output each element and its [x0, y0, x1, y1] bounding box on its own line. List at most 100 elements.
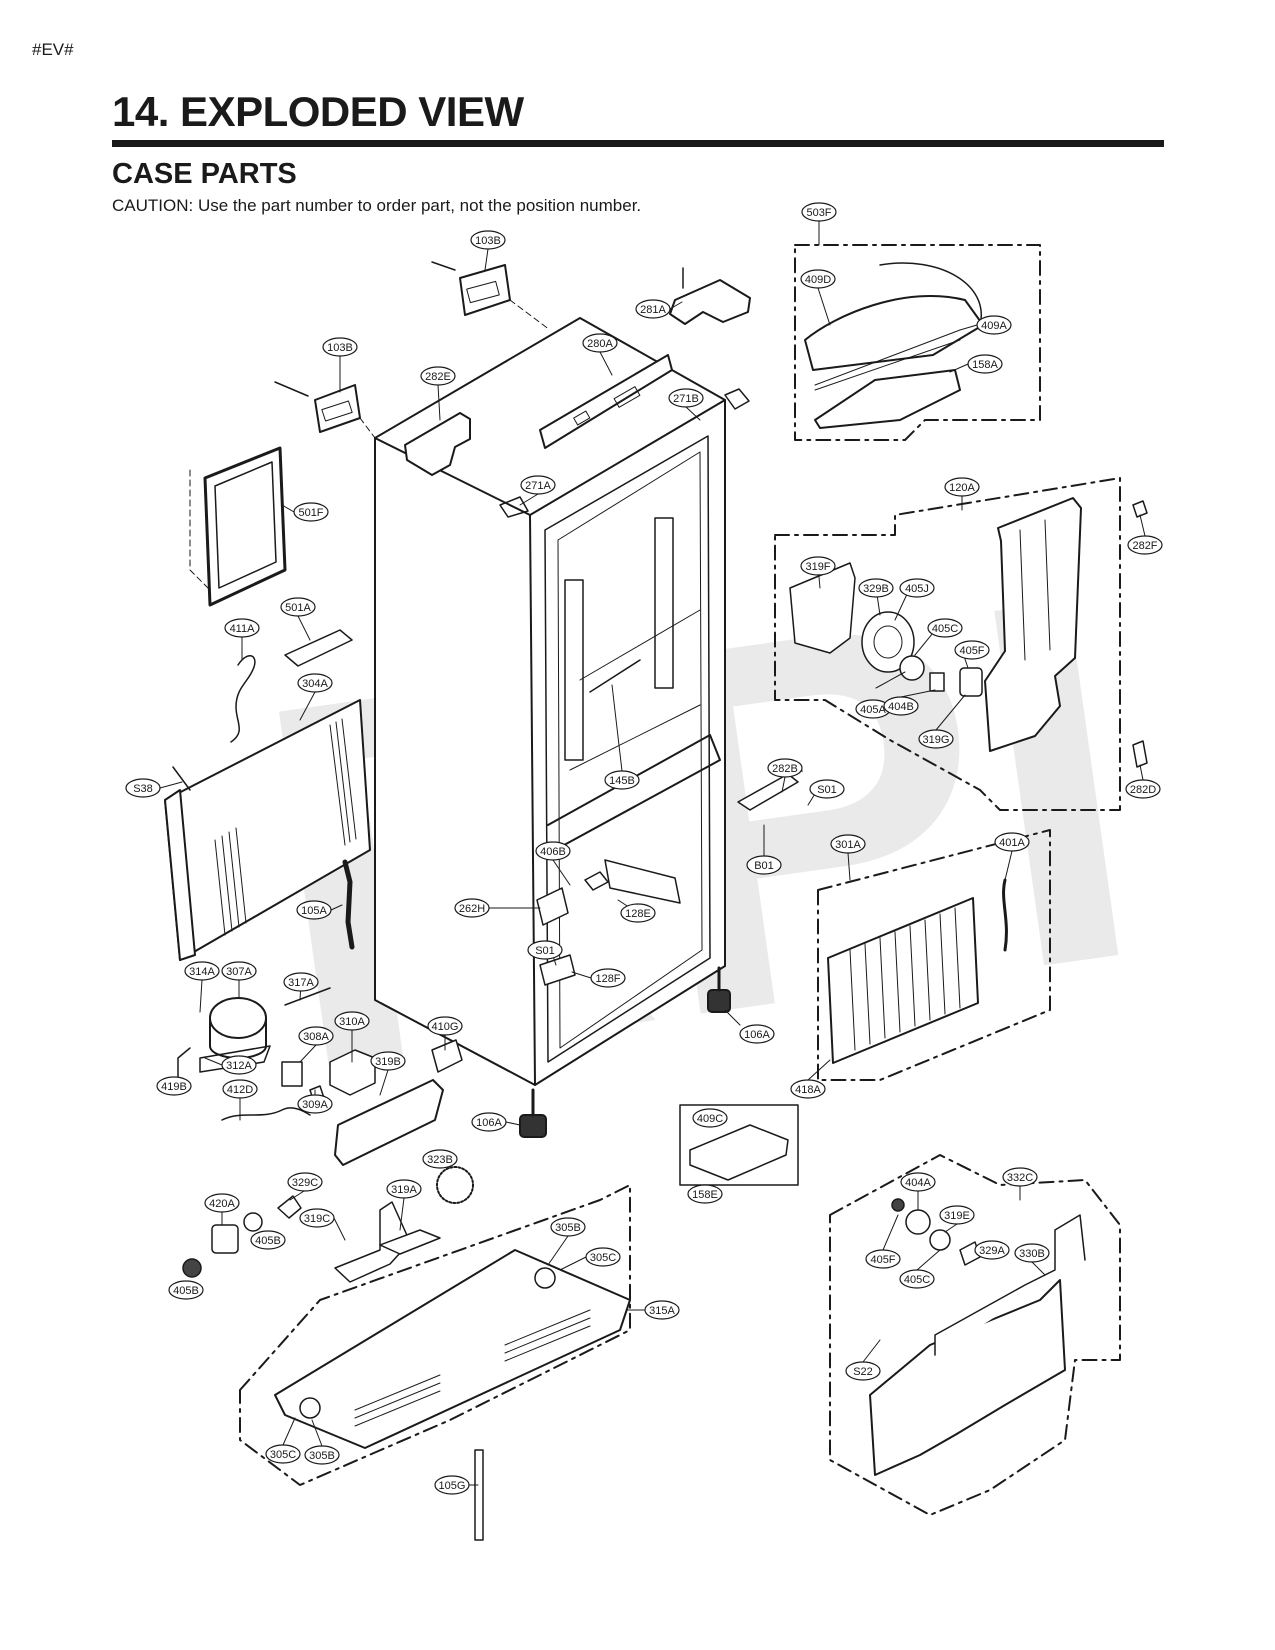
- callout-409d: 409D: [800, 269, 836, 289]
- part-281a-bracket: [669, 279, 751, 325]
- svg-text:103B: 103B: [327, 342, 353, 354]
- part-410g-block: [431, 1039, 463, 1073]
- svg-text:106A: 106A: [476, 1117, 502, 1129]
- part-105g-rod: [474, 1449, 484, 1541]
- callout-145b: 145B: [604, 770, 640, 790]
- svg-text:305C: 305C: [590, 1252, 616, 1264]
- callout-281a: 281A: [635, 299, 671, 319]
- svg-text:271A: 271A: [525, 480, 551, 492]
- part-282e-bracket: [404, 412, 471, 476]
- callout-305c-bottom: 305C: [265, 1444, 301, 1464]
- callout-103b-top: 103B: [470, 230, 506, 250]
- part-304a-cover: [164, 699, 371, 961]
- svg-text:S01: S01: [817, 784, 837, 796]
- callout-329a: 329A: [974, 1240, 1010, 1260]
- callout-282f: 282F: [1127, 535, 1163, 555]
- assembly-315a-base: [239, 1184, 631, 1486]
- part-501f-gasket: [189, 446, 287, 607]
- callout-312a: 312A: [221, 1055, 257, 1075]
- svg-text:282B: 282B: [772, 763, 798, 775]
- svg-text:317A: 317A: [288, 977, 314, 989]
- callout-405c-upper: 405C: [927, 618, 963, 638]
- svg-text:105A: 105A: [301, 905, 327, 917]
- callout-105a: 105A: [296, 900, 332, 920]
- callout-501a: 501A: [280, 597, 316, 617]
- callout-305c-top: 305C: [585, 1247, 621, 1267]
- svg-text:503F: 503F: [806, 207, 831, 219]
- svg-text:120A: 120A: [949, 482, 975, 494]
- svg-text:309A: 309A: [302, 1099, 328, 1111]
- callout-412d: 412D: [222, 1079, 258, 1099]
- svg-text:405C: 405C: [932, 623, 958, 635]
- callout-501f: 501F: [293, 502, 329, 522]
- svg-text:409A: 409A: [981, 320, 1007, 332]
- callout-319c: 319C: [299, 1208, 335, 1228]
- assembly-120a: [774, 477, 1148, 811]
- callout-319b: 319B: [370, 1051, 406, 1071]
- part-329c-fan: [277, 1195, 302, 1219]
- svg-text:332C: 332C: [1007, 1172, 1033, 1184]
- callout-282d: 282D: [1125, 779, 1161, 799]
- svg-text:319F: 319F: [805, 561, 830, 573]
- callout-s22: S22: [845, 1361, 881, 1381]
- svg-text:158A: 158A: [972, 359, 998, 371]
- callout-128f: 128F: [590, 968, 626, 988]
- svg-text:404A: 404A: [905, 1177, 931, 1189]
- svg-text:305B: 305B: [309, 1450, 335, 1462]
- callout-409a: 409A: [976, 315, 1012, 335]
- svg-text:103B: 103B: [475, 235, 501, 247]
- callout-305b-bottom: 305B: [304, 1445, 340, 1465]
- svg-text:145B: 145B: [609, 775, 635, 787]
- svg-text:S01: S01: [535, 945, 555, 957]
- svg-text:106A: 106A: [744, 1029, 770, 1041]
- svg-text:405A: 405A: [860, 704, 886, 716]
- callout-s01-right: S01: [809, 779, 845, 799]
- svg-text:158E: 158E: [692, 1189, 718, 1201]
- part-128f-guide: [539, 954, 576, 986]
- callout-314a: 314A: [184, 961, 220, 981]
- part-412d-wire: [221, 1107, 311, 1121]
- part-411a-cord: [230, 655, 256, 743]
- callout-120a: 120A: [944, 477, 980, 497]
- part-406b-switch: [584, 871, 609, 891]
- svg-text:405B: 405B: [255, 1235, 281, 1247]
- callout-319f: 319F: [800, 556, 836, 576]
- svg-text:319E: 319E: [944, 1210, 970, 1222]
- callout-301a: 301A: [830, 834, 866, 854]
- part-145b-support: [589, 659, 641, 693]
- callout-404b: 404B: [883, 696, 919, 716]
- callout-319e: 319E: [939, 1205, 975, 1225]
- callout-418a: 418A: [790, 1079, 826, 1099]
- part-105a-hose: [342, 859, 355, 950]
- part-103b-top: [431, 261, 551, 331]
- callout-323b: 323B: [422, 1149, 458, 1169]
- callout-405j: 405J: [899, 578, 935, 598]
- callout-319a: 319A: [386, 1179, 422, 1199]
- callout-319g: 319G: [918, 729, 954, 749]
- part-501a-board: [284, 629, 353, 667]
- svg-text:301A: 301A: [835, 839, 861, 851]
- title-rule: [112, 140, 1164, 147]
- part-317a-rod: [284, 987, 331, 1006]
- callout-309a: 309A: [297, 1094, 333, 1114]
- svg-text:319B: 319B: [375, 1056, 401, 1068]
- svg-text:405F: 405F: [870, 1254, 895, 1266]
- svg-text:S38: S38: [133, 783, 153, 795]
- callout-405f-lower: 405F: [865, 1249, 901, 1269]
- assembly-301a-evaporator: [817, 829, 1051, 1081]
- svg-text:282F: 282F: [1132, 540, 1157, 552]
- svg-text:418A: 418A: [795, 1084, 821, 1096]
- svg-text:412D: 412D: [227, 1084, 253, 1096]
- part-106a-foot-right: [707, 966, 731, 1013]
- svg-text:501F: 501F: [298, 507, 323, 519]
- svg-text:B01: B01: [754, 860, 774, 872]
- callout-128e: 128E: [620, 903, 656, 923]
- callout-103b-left: 103B: [322, 337, 358, 357]
- callout-419b: 419B: [156, 1076, 192, 1096]
- part-319a-tray: [379, 1229, 441, 1255]
- callout-271a: 271A: [520, 475, 556, 495]
- leader-lines: [159, 220, 1146, 1486]
- svg-text:406B: 406B: [540, 846, 566, 858]
- callout-310a: 310A: [334, 1011, 370, 1031]
